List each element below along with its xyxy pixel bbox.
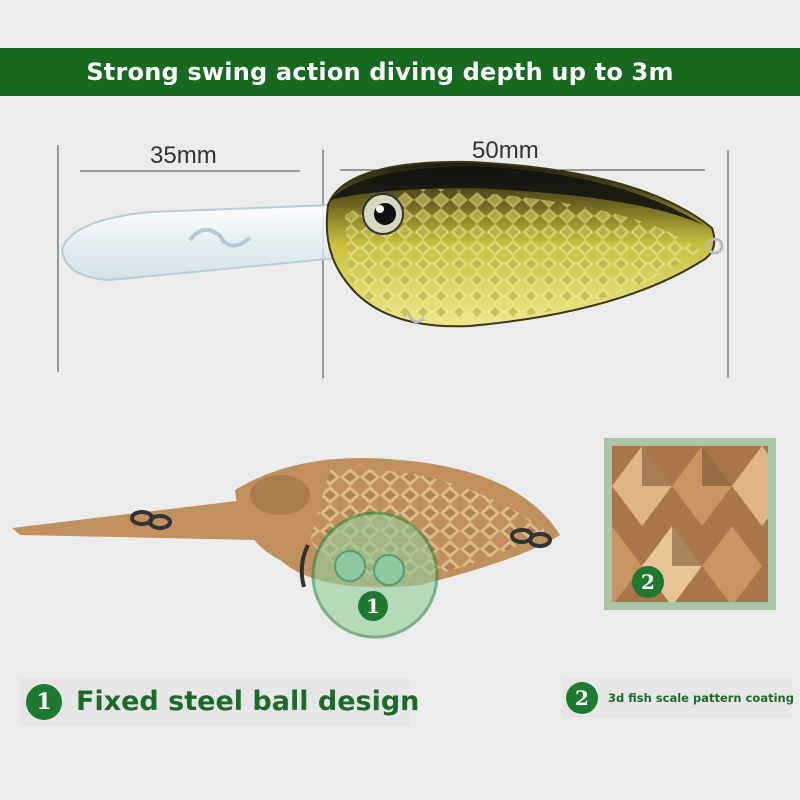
scale-texture-inset: 2 [582,438,792,610]
lure-photo [57,145,729,378]
feature-1-number: 1 [26,684,62,720]
feature-2-label: 3d fish scale pattern coating [608,691,794,705]
feature-2-number: 2 [566,682,598,714]
body-length-label: 50mm [472,137,539,164]
headline-banner: Strong swing action diving depth up to 3… [0,48,800,96]
feature-1-label: Fixed steel ball design [76,686,420,717]
steel-ball-2 [373,554,405,586]
headline-title: Strong swing action diving depth up to 3… [86,58,674,86]
callout-2-marker: 2 [632,566,664,598]
feature-caption-2: 2 3d fish scale pattern coating [562,678,794,718]
lip-length-label: 35mm [150,142,217,169]
steel-ball-1 [334,550,366,582]
feature-caption-1: 1 Fixed steel ball design [20,678,419,726]
callout-1-marker: 1 [358,591,388,621]
